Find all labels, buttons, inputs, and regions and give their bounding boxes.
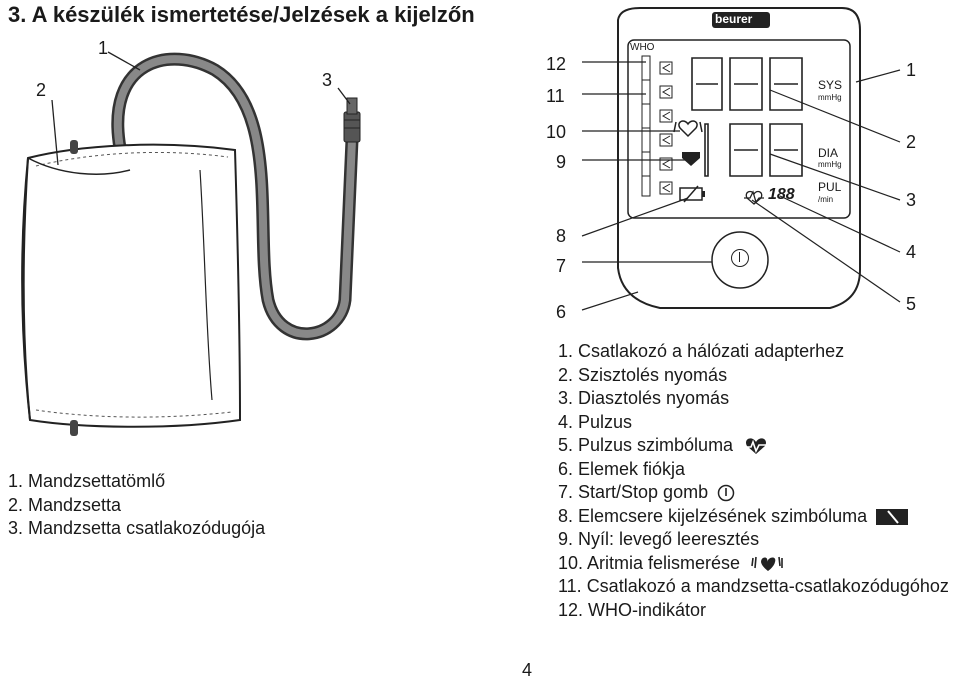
device-legend-item: 5. Pulzus szimbóluma	[558, 434, 949, 458]
cuff-callout-3: 3	[322, 70, 333, 90]
dia-digits	[704, 123, 803, 177]
device-callout-r1: 1	[906, 60, 917, 80]
device-legend-item: 2. Szisztolés nyomás	[558, 364, 728, 385]
device-legend-item: 7. Start/Stop gomb	[558, 481, 949, 505]
page-number: 4	[522, 660, 533, 680]
device-left-leaders	[581, 61, 712, 311]
pul-unit: /min	[818, 195, 834, 204]
power-icon[interactable]	[731, 249, 749, 267]
deflate-arrow-icon	[682, 152, 700, 166]
device-callout-8: 8	[556, 226, 567, 246]
pul-label: PUL	[818, 180, 842, 194]
arrhythmia-heart-icon	[751, 556, 783, 571]
battery-icon	[876, 508, 909, 525]
cuff-body	[21, 140, 242, 436]
device-callout-r3: 3	[906, 190, 917, 210]
arrhythmia-heart-icon	[673, 120, 703, 138]
sys-digits	[691, 57, 803, 111]
device-legend-item: 12. WHO-indikátor	[558, 599, 707, 620]
power-icon	[717, 485, 735, 502]
device-legend-item: 8. Elemcsere kijelzésének szimbóluma	[558, 505, 949, 529]
device-legend-item: 1. Csatlakozó a hálózati adapterhez	[558, 341, 845, 361]
brand-logo: beurer	[715, 12, 753, 26]
device-callout-7: 7	[556, 256, 567, 276]
pulse-heart-icon	[744, 190, 764, 205]
device-callout-9: 9	[556, 152, 567, 172]
cuff-legend-item: 1. Mandzsettatömlő	[8, 471, 166, 491]
who-arrow-markers	[659, 61, 673, 195]
page-title: 3. A készülék ismertetése/Jelzések a kij…	[8, 2, 475, 27]
battery-icon	[679, 185, 705, 203]
device-legend-item: 6. Elemek fiókja	[558, 458, 686, 479]
dia-label: DIA	[818, 146, 839, 160]
device-callout-r2: 2	[906, 132, 917, 152]
heart-pulse-icon	[744, 438, 769, 455]
cuff-legend-item: 2. Mandzsetta	[8, 494, 122, 515]
dia-unit: mmHg	[818, 160, 842, 169]
cuff-connector	[343, 97, 361, 143]
device-legend: 1. Csatlakozó a hálózati adapterhez 2. S…	[558, 340, 949, 622]
who-indicator	[641, 55, 651, 197]
device-callout-r4: 4	[906, 242, 917, 262]
device-legend-item: 9. Nyíl: levegő leeresztés	[558, 529, 760, 549]
sys-unit: mmHg	[818, 93, 842, 102]
cuff-legend-item: 3. Mandzsetta csatlakozódugója	[8, 518, 266, 538]
device-callout-12: 12	[546, 54, 567, 74]
device-callout-6: 6	[556, 302, 567, 322]
device-callout-r5: 5	[906, 294, 917, 314]
cuff-callout-2: 2	[36, 80, 47, 100]
device-callout-11: 11	[546, 86, 565, 106]
device-legend-item: 3. Diasztolés nyomás	[558, 388, 730, 408]
sys-label: SYS	[818, 78, 843, 92]
device-legend-item: 4. Pulzus	[558, 411, 633, 432]
device-legend-item: 10. Aritmia felismerése	[558, 552, 949, 576]
device-callout-10: 10	[546, 122, 567, 142]
who-label: WHO	[630, 42, 655, 53]
cuff-callout-1: 1	[98, 38, 109, 58]
device-legend-item: 11. Csatlakozó a mandzsetta-csatlakozódu…	[558, 576, 949, 596]
cuff-legend: 1. Mandzsettatömlő 2. Mandzsetta 3. Mand…	[8, 470, 265, 541]
device-right-leaders	[751, 69, 901, 303]
pulse-digits: 188	[768, 186, 795, 203]
